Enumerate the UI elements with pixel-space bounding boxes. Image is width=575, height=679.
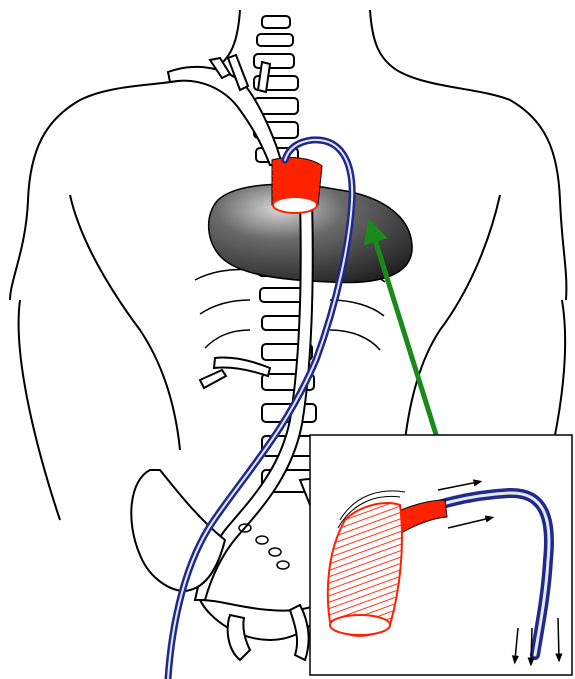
- stent-graft-arch: [272, 158, 322, 213]
- vertebra: [260, 288, 306, 302]
- vertebra: [262, 16, 290, 28]
- vertebra: [254, 54, 294, 68]
- sacrum-foramina: [239, 524, 289, 569]
- vertebra: [257, 34, 293, 46]
